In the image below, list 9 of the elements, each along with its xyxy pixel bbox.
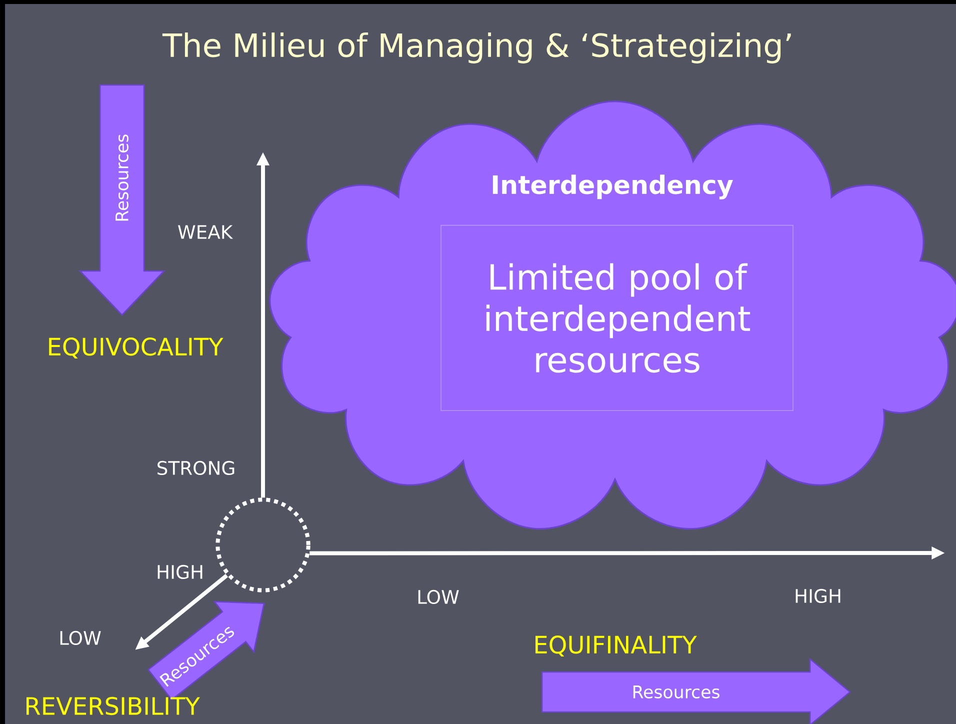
axis-title: EQUIVOCALITY — [49, 338, 224, 358]
axis-label: STRONG — [158, 460, 234, 476]
axis-label: HIGH — [796, 588, 840, 604]
text-box: Limited pool of interdependent resources — [440, 224, 794, 412]
axis-label: HIGH — [158, 564, 202, 580]
title: The Milieu of Managing & ‘Strategizing’ — [162, 32, 791, 64]
axis-label: LOW — [418, 590, 459, 604]
dotted-circle — [216, 498, 310, 592]
axis-label: LOW — [60, 630, 101, 646]
